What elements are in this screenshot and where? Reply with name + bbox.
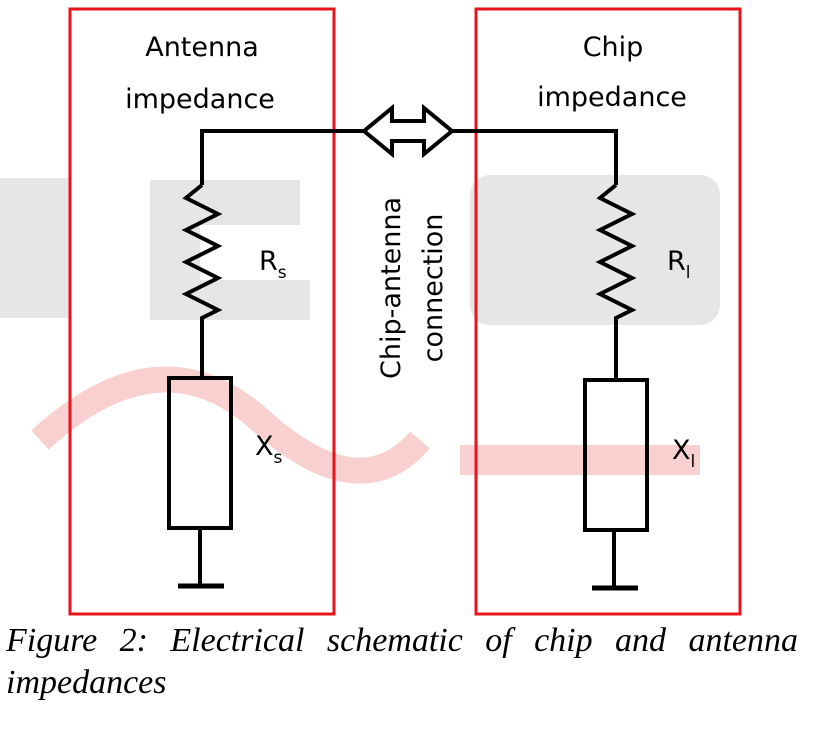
antenna-title-line2: impedance [125,84,275,115]
chip-title-line1: Chip [583,32,644,63]
chip-circuit [452,129,649,591]
chip-resistor-subscript: l [686,263,691,283]
chip-resistor-symbol: R [667,246,686,277]
antenna-title-line1: Antenna [145,32,259,63]
chip-reactance-subscript: l [691,452,696,472]
antenna-resistor-symbol: R [259,246,278,277]
antenna-resistor-label: Rs [259,246,287,283]
watermark [0,175,720,484]
chip-top-wire [452,129,618,185]
connection-label-line2: connection [418,214,449,363]
antenna-resistor [181,183,223,378]
antenna-circuit [167,129,370,589]
antenna-reactance-symbol: X [255,431,274,462]
figure-caption: Figure 2: Electrical schematic of chip a… [6,620,798,746]
antenna-impedance-box [68,7,336,616]
chip-reactance-label: Xl [672,435,695,472]
chip-resistor-label: Rl [667,246,691,283]
chip-impedance-box [474,7,742,616]
chip-resistor [595,183,637,380]
antenna-resistor-subscript: s [278,263,287,283]
connection-label-line1: Chip-antenna [376,197,407,379]
connection-arrow [360,103,456,159]
antenna-reactance-label: Xs [255,431,283,468]
antenna-top-wire [200,129,370,185]
antenna-reactance-subscript: s [274,448,283,468]
figure-caption-text: Figure 2: Electrical schematic of chip a… [6,622,798,701]
chip-title-line2: impedance [537,82,687,113]
schematic-diagram: Antenna impedance Chip impedance Rs Xs R… [0,7,742,616]
chip-reactance-symbol: X [672,435,691,466]
